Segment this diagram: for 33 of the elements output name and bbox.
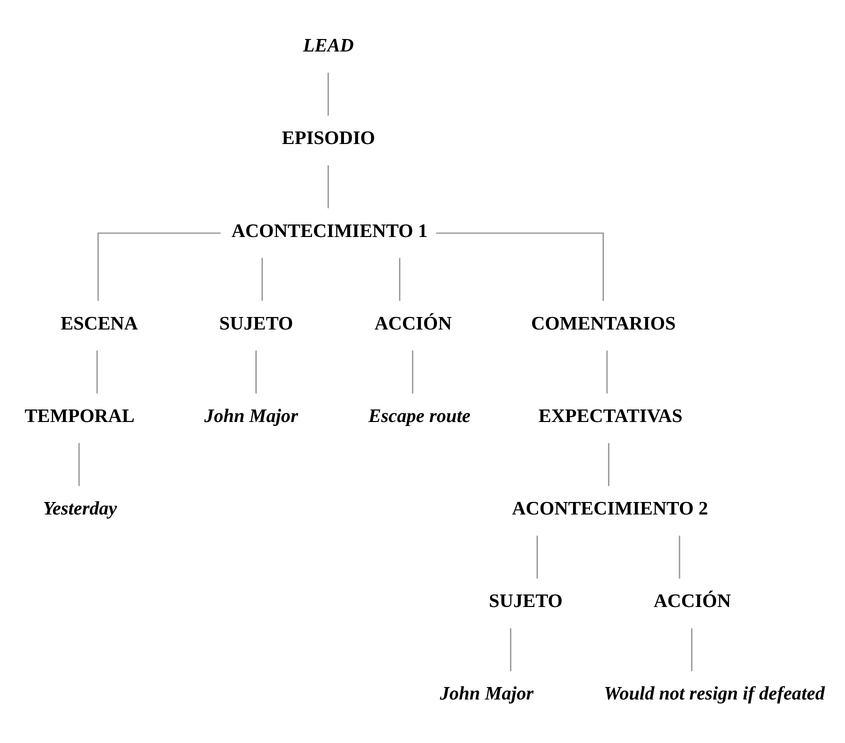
connector: [608, 442, 610, 486]
connector: [510, 628, 512, 671]
connector: [97, 232, 221, 300]
node-text: John Major: [204, 405, 298, 426]
connector: [678, 535, 680, 578]
connector: [328, 164, 329, 208]
node-text: EXPECTATIVAS: [538, 405, 683, 426]
node-text: ACONTECIMIENTO 1: [232, 220, 428, 242]
node-text: SUJETO: [488, 590, 563, 612]
connector: [691, 628, 692, 671]
node-text: Yesterday: [42, 498, 118, 520]
connector: [96, 350, 98, 393]
node-text: ACCIÓN: [654, 590, 731, 612]
node-text: Escape route: [368, 405, 470, 426]
connector: [606, 350, 608, 393]
node-text: Would not resign if defeated: [604, 683, 825, 704]
node-text: ESCENA: [60, 312, 138, 334]
node-text: EPISODIO: [282, 128, 376, 149]
connector: [78, 442, 80, 486]
node-text: COMENTARIOS: [531, 312, 676, 334]
connector: [255, 350, 257, 393]
node-text: LEAD: [303, 35, 354, 56]
connector: [412, 350, 414, 393]
connector: [436, 232, 604, 300]
node-text: SUJETO: [219, 312, 294, 334]
node-text: ACONTECIMIENTO 2: [512, 498, 708, 520]
connector: [328, 72, 329, 116]
connector: [262, 257, 263, 300]
node-text: TEMPORAL: [24, 405, 135, 426]
node-text: John Major: [440, 683, 534, 704]
node-text: ACCIÓN: [374, 312, 452, 334]
connector: [536, 535, 538, 578]
connector: [399, 257, 400, 300]
